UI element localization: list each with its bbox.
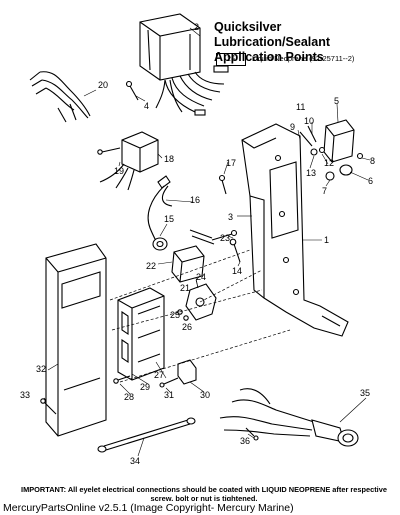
callout-26: 26 (182, 322, 192, 332)
part-module-18 (97, 131, 159, 191)
part-cluster-15-23 (152, 229, 241, 283)
callout-2: 2 (194, 22, 199, 32)
part-switch-box (139, 13, 229, 116)
callout-16: 16 (190, 195, 200, 205)
callout-28: 28 (124, 392, 134, 402)
part-screw-28 (113, 375, 131, 384)
callout-13: 13 (306, 168, 316, 178)
callout-15: 15 (164, 214, 174, 224)
callout-33: 33 (20, 390, 30, 400)
part-bracket-24 (177, 283, 217, 321)
callout-19: 19 (114, 166, 124, 176)
part-cover-32 (45, 243, 107, 437)
part-relay-5 (299, 119, 364, 181)
callout-8: 8 (370, 156, 375, 166)
callout-22: 22 (146, 261, 156, 271)
part-harness-35 (219, 388, 359, 447)
callout-7: 7 (322, 186, 327, 196)
callout-18: 18 (164, 154, 174, 164)
callout-35: 35 (360, 388, 370, 398)
callout-21: 21 (180, 283, 190, 293)
sealant-code-box: 25 (216, 53, 246, 66)
callout-27: 27 (154, 370, 164, 380)
callout-12: 12 (324, 158, 334, 168)
callout-labels: 2 20 4 5 11 10 9 12 13 8 6 7 18 17 19 16… (20, 22, 375, 466)
part-harness-20 (29, 71, 91, 123)
callout-32: 32 (36, 364, 46, 374)
part-coil-block-27 (117, 287, 165, 381)
callout-11: 11 (296, 102, 305, 112)
callout-5: 5 (334, 96, 339, 106)
callout-36: 36 (240, 436, 250, 446)
callout-1: 1 (324, 235, 329, 245)
callout-30: 30 (200, 390, 210, 400)
callout-25: 25 (170, 310, 180, 320)
copyright-footer: MercuryPartsOnline v2.5.1 (Image Copyrig… (0, 501, 400, 515)
callout-10: 10 (304, 116, 314, 126)
alignment-lines (109, 249, 291, 383)
callout-29: 29 (140, 382, 150, 392)
callout-4: 4 (144, 101, 149, 111)
callout-17: 17 (226, 158, 236, 168)
callout-34: 34 (130, 456, 140, 466)
important-note: IMPORTANT: All eyelet electrical connect… (21, 485, 387, 503)
part-cable-34 (97, 417, 196, 453)
part-screw-33 (40, 398, 57, 415)
part-mounting-plate-1 (241, 123, 349, 337)
part-terminal-30 (159, 359, 197, 388)
callout-6: 6 (368, 176, 373, 186)
callout-20: 20 (98, 80, 108, 90)
part-screw-4 (125, 80, 139, 101)
sealant-legend: 25 Liquid Neoprene (92-25711--2) (216, 53, 398, 67)
callout-14: 14 (232, 266, 242, 276)
leader-lines (43, 27, 371, 457)
callout-24: 24 (196, 272, 206, 282)
sealant-description: Liquid Neoprene (92-25711--2) (252, 54, 355, 63)
callout-31: 31 (164, 390, 174, 400)
callout-23: 23 (220, 233, 230, 243)
callout-3: 3 (228, 212, 233, 222)
callout-9: 9 (290, 122, 295, 132)
